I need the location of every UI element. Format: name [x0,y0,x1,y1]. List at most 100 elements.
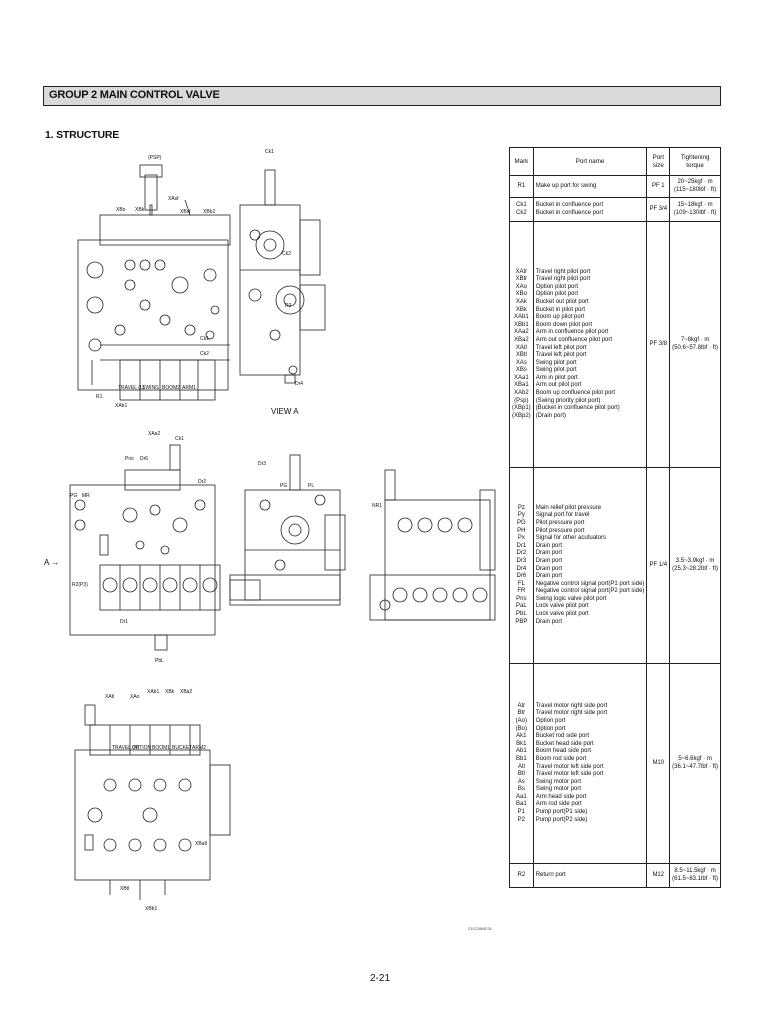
label-boom1: BOOM1 [152,745,170,751]
torque-value: (25.3~28.2lbf · ft) [672,565,718,572]
port-name-value: Travel motor left side port [535,771,604,778]
torque-value: (115~180lbf · ft) [674,186,717,193]
label-dr6: Dr6 [140,456,148,462]
port-name-value: Make up port for swing [535,182,597,189]
mark-value: Py [517,512,525,519]
mark-value: Aa1 [516,793,527,800]
label-xba2: XBa2 [180,689,192,695]
mark-value: PBP [515,618,528,625]
mark-value: XAb2 [514,390,529,397]
port-name-value: Drain port [535,573,563,580]
label-pns: Pns [125,456,134,462]
port-name-value: Pilot pressure port [535,519,585,526]
port-name-value: Boom up pilot port [535,314,585,321]
mark-value: Ck1 [516,201,527,208]
mid-middle-view [229,454,346,606]
mark-value: (Psp) [514,397,529,404]
port-name-value: Option port [535,725,566,732]
mark-value: FL [517,580,525,587]
mid-right-view [369,469,496,621]
mark-value: Btr [517,710,526,717]
mark-value: Dr2 [516,550,527,557]
port-name-value: Bucket out pilot port [535,298,589,305]
mark-value: XAb1 [514,314,529,321]
port-name-value: Option pilot port [535,291,579,298]
torque-value: 3.5~3.9kgf · m [675,557,715,564]
port-name-value: Drain port [535,565,563,572]
mark-value: R2 [517,871,526,878]
port-name-cell: Make up port for swing [532,175,648,198]
label-pl: PL [308,483,314,489]
torque-value: (61.5~83.1lbf · ft) [672,875,718,882]
mark-value: FR [517,588,526,595]
label-xbk-bottom: XBk [165,689,175,695]
port-size-cell: PF 3/4 [646,197,671,222]
mark-value: XAs [515,359,527,366]
port-name-value: Swing logic valve pilot port [535,595,607,602]
port-name-value: Lock valve pilot port [535,603,589,610]
port-name-value: Swing pilot port [535,359,577,366]
torque-cell: 7~8kgf · m(50.6~57.8lbf · ft) [669,221,721,468]
label-ck1-mid: Ck1 [175,436,184,442]
mark-value: Atl [517,763,525,770]
section-header-bar: GROUP 2 MAIN CONTROL VALVE [43,86,721,106]
mark-value: XAk [515,298,527,305]
structure-title: 1. STRUCTURE [45,129,120,141]
mark-value: Ck2 [516,209,527,216]
label-option: OPTION [132,745,152,751]
label-r2p3: R2(P3) [72,582,88,588]
port-size-cell: M12 [646,863,671,888]
port-name-value: (Bucket in confluence pilot port) [535,405,620,412]
port-table: Mark Port name Port size Tightening torq… [509,147,721,888]
mark-value: Dr3 [516,557,527,564]
port-name-value: Arm in confluence pilot port [535,329,609,336]
mark-value: XBb1 [514,321,529,328]
label-arm1: ARM1 [182,385,196,391]
label-dr1: Dr1 [120,619,128,625]
port-name-value: (Swing priority pilot port) [535,397,601,404]
valve-drawing: (PSP) XAsf XBsf XBb2 XBo XBk Ck1 Ck2 R2 … [69,149,496,912]
mark-value: Ba1 [516,801,527,808]
port-name-value: Pump port(P1 side) [535,809,588,816]
mark-value: Pz [517,504,525,511]
port-name-value: Bucket head side port [535,740,594,747]
label-boom2: BOOM2 [162,385,180,391]
label-xao-bottom: XAo [130,694,140,700]
label-travel-l: TRAVEL (L) [118,385,145,391]
torque-cell: 5~6.6kgf · m(36.1~47.7lbf · ft) [669,663,721,864]
label-dr2: Dr2 [198,479,206,485]
top-middle-view [239,169,326,384]
port-name-value: Boom head side port [535,748,592,755]
label-xbo: XBo [116,207,126,213]
label-xaa2: XAa2 [148,431,160,437]
mid-left-view [69,444,221,651]
port-name-value: Return port [535,871,566,878]
port-name-value: Main relief pilot pressure [535,504,602,511]
mark-value: Bk1 [516,740,527,747]
mark-value: XBtl [515,352,527,359]
header-mark: Mark [509,147,534,176]
port-name-value: Bucket in pilot port [535,306,586,313]
view-a-arrow: A → [44,558,60,567]
label-ck1-top: Ck1 [265,149,274,155]
label-travel-r: TRAVEL (R) [112,745,140,751]
mark-value: XBk [515,306,527,313]
mark-value: PG [517,519,526,526]
port-name-value: Travel motor right side port [535,702,608,709]
port-name-value: Travel motor right side port [535,710,608,717]
label-ck2-left: Ck2 [200,351,209,357]
port-name-value: Option pilot port [535,283,579,290]
port-size-cell: M10 [646,663,671,864]
mark-value: Btl [517,771,525,778]
port-name-value: Lock valve pilot port [535,611,589,618]
label-nr1: NR1 [372,503,382,509]
label-bucket: BUCKET [172,745,192,751]
